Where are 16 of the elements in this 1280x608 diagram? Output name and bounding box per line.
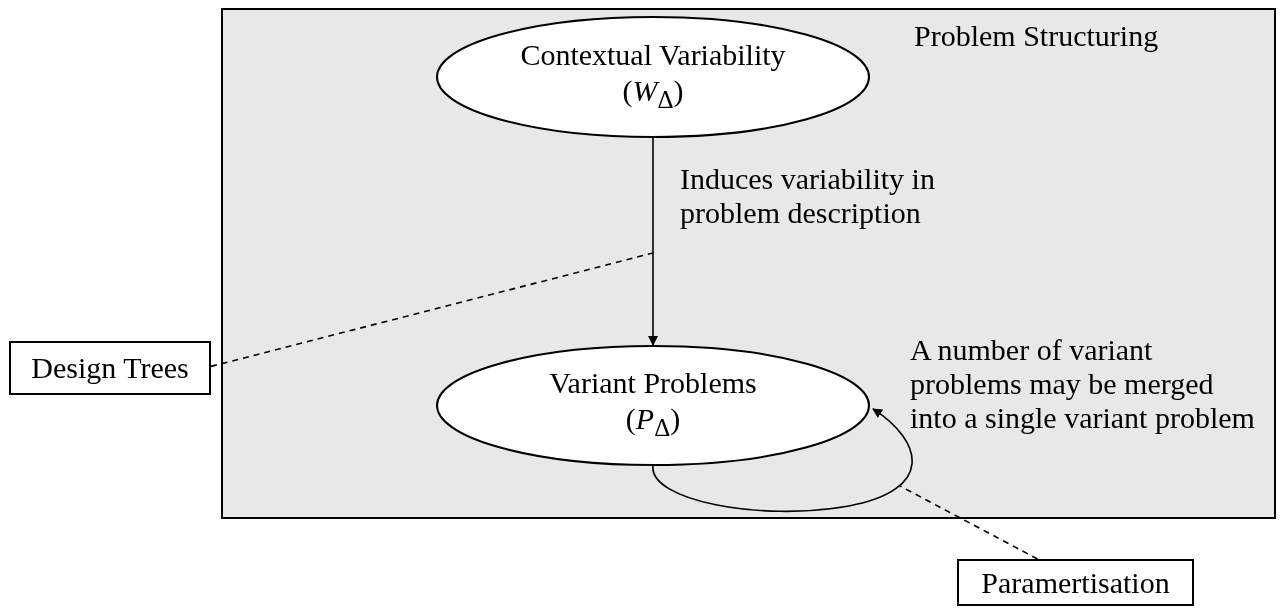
text-box [957, 559, 1194, 606]
group-panel [221, 8, 1276, 519]
leader-line [210, 252, 654, 368]
node-label: Design Trees [31, 350, 189, 386]
panel-title: Problem Structuring [914, 19, 1159, 53]
node-label: (P$_{Δ}$) [625, 401, 681, 443]
node-label: Contextual Variability [520, 36, 786, 73]
node-label: Variant Problems [549, 365, 757, 401]
node-label: (W$_{Δ}$) [622, 72, 684, 115]
arrow [652, 408, 913, 513]
leader-line [899, 485, 1039, 560]
arrow [648, 137, 658, 346]
node-label: Paramertisation [981, 564, 1170, 601]
text-box [9, 341, 211, 395]
edge-label: Induces variability in problem description [680, 162, 936, 230]
edge-label: A number of variant problems may be merged into a single variant problem [910, 333, 1256, 435]
